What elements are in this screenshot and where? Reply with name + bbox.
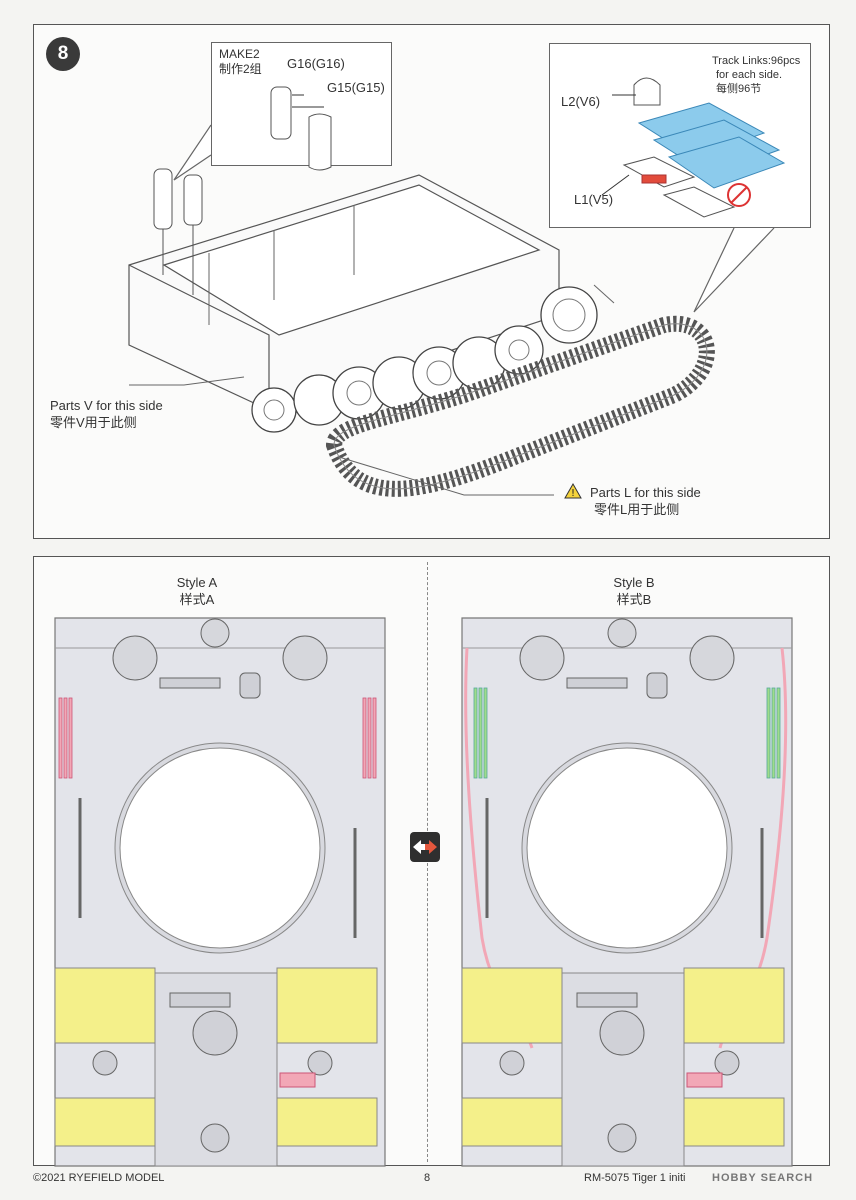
part-l1-label: L1(V5) bbox=[574, 192, 614, 207]
part-l2-label: L2(V6) bbox=[561, 94, 601, 109]
svg-text:!: ! bbox=[571, 488, 575, 499]
track-note-line2: for each side. bbox=[716, 69, 783, 81]
style-b-title-cn: 样式B bbox=[616, 592, 652, 607]
style-b-deck-diagram bbox=[461, 617, 793, 1167]
copyright-text: ©2021 RYEFIELD MODEL bbox=[33, 1172, 165, 1184]
track-callout-pointer bbox=[601, 77, 786, 313]
style-a-title-cn: 样式A bbox=[179, 592, 215, 607]
swap-arrows-icon bbox=[410, 832, 440, 862]
step-8-panel: 8 MAKE2 制作2组 G16(G16) G15(G15) Track bbox=[33, 24, 830, 539]
tank-hull-diagram bbox=[128, 168, 715, 497]
parts-v-label-cn: 零件V用于此侧 bbox=[50, 415, 137, 430]
make-callout-pointer bbox=[173, 86, 332, 181]
part-g16-label: G16(G16) bbox=[287, 56, 345, 71]
make-callout bbox=[211, 42, 392, 166]
page-number: 8 bbox=[424, 1172, 431, 1184]
make-title-cn: 制作2组 bbox=[219, 62, 262, 76]
watermark-text: HOBBY SEARCH bbox=[712, 1172, 814, 1184]
make-title: MAKE2 bbox=[219, 47, 260, 61]
style-b-title: Style B bbox=[613, 575, 655, 590]
product-code: RM-5075 Tiger 1 initi bbox=[584, 1172, 686, 1184]
style-a-deck-diagram bbox=[54, 617, 386, 1167]
warning-triangle-icon: ! bbox=[564, 482, 582, 499]
style-a-title: Style A bbox=[176, 575, 218, 590]
style-divider bbox=[427, 562, 428, 1162]
track-note-line3: 每侧96节 bbox=[716, 83, 762, 95]
parts-l-label: Parts L for this side bbox=[590, 485, 701, 500]
track-note-line1: Track Links:96pcs bbox=[712, 55, 801, 67]
step-number-badge: 8 bbox=[46, 37, 80, 71]
parts-l-label-cn: 零件L用于此侧 bbox=[594, 502, 680, 517]
parts-v-label: Parts V for this side bbox=[50, 398, 163, 413]
part-g15-label: G15(G15) bbox=[327, 80, 385, 95]
